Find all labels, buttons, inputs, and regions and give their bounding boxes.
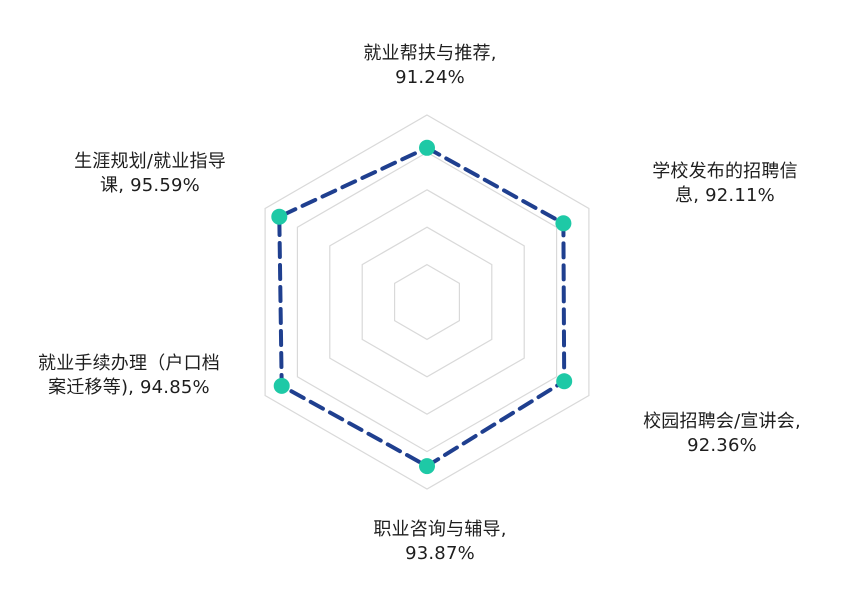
radar-series: [277, 145, 567, 469]
data-point-marker: [419, 458, 435, 475]
data-label-top: 就业帮扶与推荐, 91.24%: [363, 43, 497, 88]
data-point-marker: [273, 377, 290, 394]
series-line: [277, 145, 567, 469]
data-label-upper-right: 学校发布的招聘信 息, 92.11%: [652, 161, 798, 206]
radar-markers: [271, 139, 573, 475]
grid-ring-80: [329, 189, 525, 415]
grid-ring-100: [264, 114, 590, 490]
grid-ring-70: [361, 226, 493, 378]
grid-ring-60: [394, 263, 460, 341]
data-point-marker: [556, 373, 573, 390]
data-label-lower-right: 校园招聘会/宣讲会, 92.36%: [643, 411, 801, 456]
data-label-lower-left: 就业手续办理（户口档 案迁移等), 94.85%: [38, 353, 220, 398]
data-point-marker: [419, 139, 435, 156]
data-point-marker: [555, 215, 572, 232]
data-point-marker: [271, 208, 288, 225]
data-label-bottom: 职业咨询与辅导, 93.87%: [373, 519, 507, 564]
radar-grid: [264, 114, 590, 490]
data-label-upper-left: 生涯规划/就业指导 课, 95.59%: [74, 151, 226, 196]
